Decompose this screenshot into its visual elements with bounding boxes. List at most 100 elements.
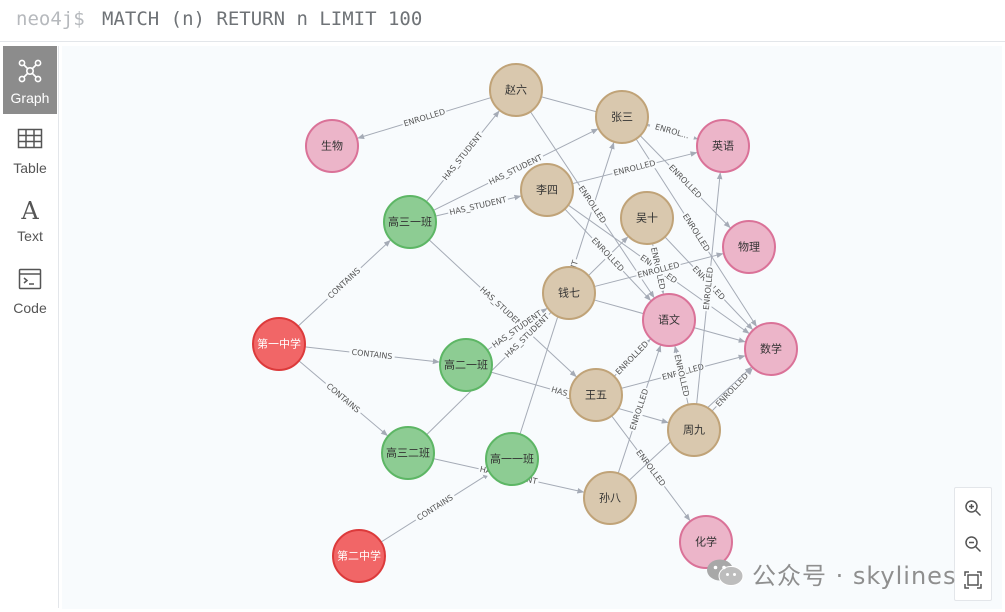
relationship-label-bg [575,182,610,227]
node-label: 第一中学 [257,337,301,351]
class-node[interactable]: 高一一班 [485,432,539,486]
relationship-edge[interactable]: HAS_STUDENT [425,110,500,203]
node-circle[interactable] [744,322,798,376]
zoom-in-button[interactable] [955,490,991,526]
node-circle[interactable] [489,63,543,117]
relationship-label-bg [612,338,652,378]
node-label: 高二一班 [444,358,488,372]
relationship-label: HAS_STUDENT [441,131,485,182]
relationship-label-bg [633,446,669,490]
text-view-button[interactable]: A Text [3,186,57,254]
relationship-label-bg [611,157,658,179]
fit-screen-icon [964,571,982,589]
node-circle[interactable] [569,368,623,422]
graph-canvas[interactable]: CONTAINS CONTAINS CONTAINS CONTAINS HAS_STUD… [62,46,1002,609]
course-node[interactable]: 英语 [696,119,750,173]
node-circle[interactable] [595,90,649,144]
student-node[interactable]: 李四 [520,163,574,217]
node-circle[interactable] [667,403,721,457]
relationship-edge[interactable]: CONTAINS [380,473,490,543]
student-node[interactable]: 孙八 [583,471,637,525]
relationship-label-bg [324,264,365,303]
code-icon [18,268,42,290]
view-sidebar: Graph Table A Text Code [0,46,59,608]
school-node[interactable]: 第一中学 [252,317,306,371]
node-circle[interactable] [485,432,539,486]
course-node[interactable]: 语文 [642,293,696,347]
node-label: 张三 [611,111,633,124]
relationship-label: ENROLLED [681,212,712,253]
table-icon [17,128,43,149]
student-node[interactable]: 王五 [569,368,623,422]
node-circle[interactable] [696,119,750,173]
node-circle[interactable] [381,426,435,480]
relationship-label-bg [413,491,457,525]
node-label: 吴十 [636,211,658,225]
relationship-label-bg [439,129,486,184]
relationship-edge[interactable]: CONTAINS [297,239,391,327]
node-circle[interactable] [542,266,596,320]
graph-view-button[interactable]: Graph [3,46,57,114]
relationship-label-bg [635,259,682,281]
node-circle[interactable] [620,191,674,245]
relationship-edge[interactable]: ENROLLED [357,97,492,139]
zoom-out-icon [965,536,982,553]
student-node[interactable]: 钱七 [542,266,596,320]
node-circle[interactable] [439,338,493,392]
node-circle[interactable] [679,515,733,569]
node-circle[interactable] [520,163,574,217]
node-label: 第二中学 [337,549,381,563]
course-node[interactable]: 物理 [722,220,776,274]
relationship-edge[interactable]: ENROLLED [711,368,753,412]
student-node[interactable]: 周九 [667,403,721,457]
node-circle[interactable] [332,529,386,583]
text-icon: A [20,198,39,222]
node-circle[interactable] [305,119,359,173]
school-node[interactable]: 第二中学 [332,529,386,583]
code-view-button[interactable]: Code [3,256,57,324]
class-node[interactable]: 高三二班 [381,426,435,480]
relationship-label-bg [701,265,716,312]
course-node[interactable]: 数学 [744,322,798,376]
student-node[interactable]: 张三 [595,90,649,144]
relationship-label-bg [627,386,652,433]
relationship-edge[interactable]: CONTAINS [304,346,440,365]
relationship-label: CONTAINS [415,493,454,523]
table-view-label: Table [13,160,47,176]
relationship-label: CONTAINS [325,382,362,415]
query-text[interactable]: MATCH (n) RETURN n LIMIT 100 [102,8,423,30]
relationship-label-bg [712,369,752,410]
zoom-out-button[interactable] [955,526,991,562]
relationship-label: ENROL... [654,122,690,140]
node-circle[interactable] [383,195,437,249]
student-node[interactable]: 赵六 [489,63,543,117]
course-node[interactable]: 化学 [679,515,733,569]
code-view-label: Code [13,300,47,316]
student-node[interactable]: 吴十 [620,191,674,245]
class-node[interactable]: 高二一班 [439,338,493,392]
course-node[interactable]: 生物 [305,119,359,173]
relationship-label-bg [665,161,705,202]
node-label: 语文 [658,313,680,327]
node-circle[interactable] [642,293,696,347]
relationship-edge[interactable]: ENROL... [646,120,698,143]
relationship-label-bg [489,307,546,351]
node-circle[interactable] [722,220,776,274]
query-editor-bar[interactable]: neo4j$ MATCH (n) RETURN n LIMIT 100 [0,0,1005,42]
relationship-label-bg [671,352,692,399]
relationship-edge[interactable]: CONTAINS [298,360,388,437]
class-node[interactable]: 高三一班 [383,195,437,249]
relationship-label: ENROLLED [614,339,650,376]
watermark-text: 公众号 · skylines [752,562,957,590]
relationship-edge[interactable]: HAS_STUDENT [435,194,522,218]
relationship-edge[interactable]: ENROLLED [696,172,723,405]
relationship-edge[interactable]: ENROLLED [612,338,652,378]
node-circle[interactable] [252,317,306,371]
graph-visualization[interactable]: CONTAINS CONTAINS CONTAINS CONTAINS HAS_STUD… [62,46,1002,609]
node-label: 赵六 [505,83,527,97]
node-circle[interactable] [583,471,637,525]
relationship-label-bg [322,379,364,417]
table-view-button[interactable]: Table [3,116,57,184]
relationship-label-bg [447,194,509,218]
fit-button[interactable] [955,562,991,598]
